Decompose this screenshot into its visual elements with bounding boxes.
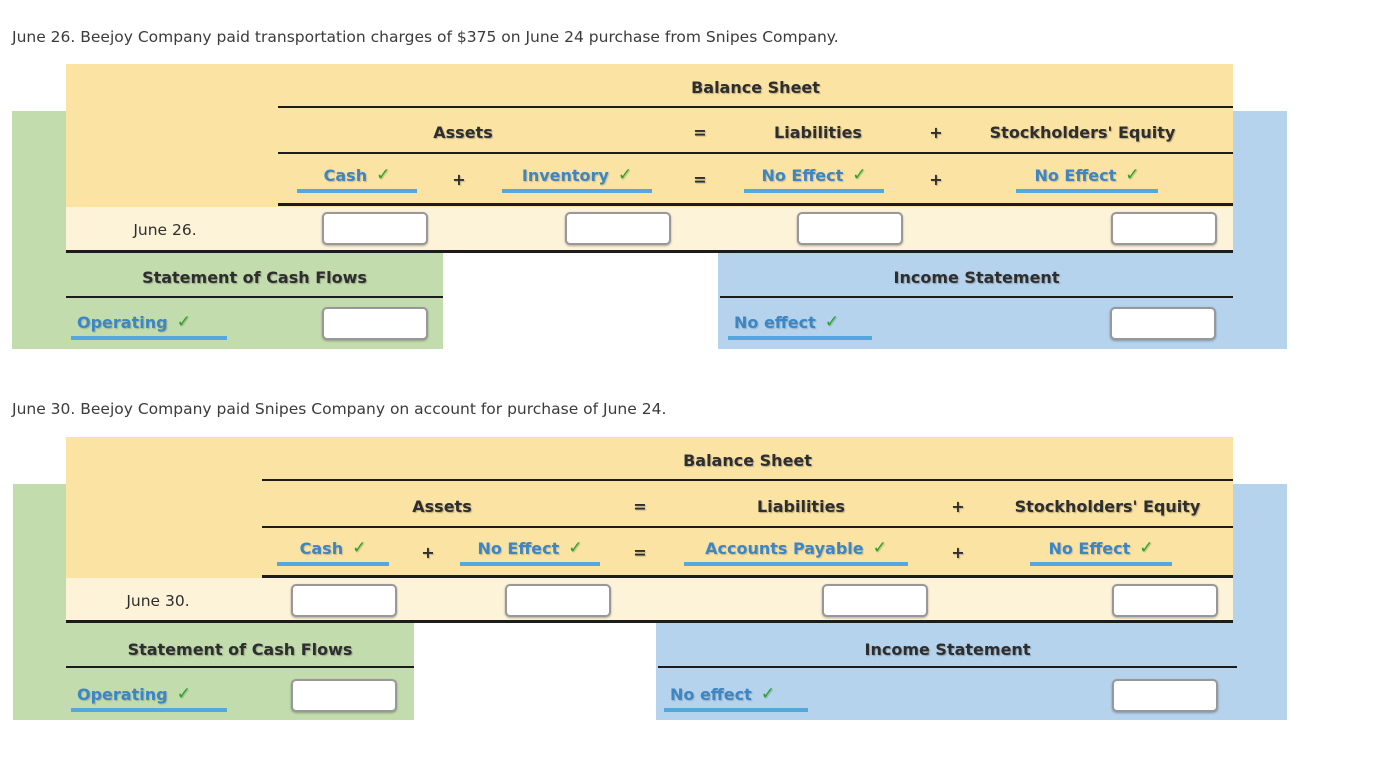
scf-amount-input-2[interactable] (291, 679, 397, 712)
bs-equity-amount-input-1[interactable] (1111, 212, 1217, 245)
transaction-amount-row (66, 578, 1233, 623)
income-statement-strip (1233, 484, 1287, 623)
effect-label: No effect (734, 313, 816, 332)
operating-activity-link-2[interactable]: Operating ✓ (71, 685, 227, 712)
liability-no-effect-link-1[interactable]: No Effect ✓ (744, 166, 884, 193)
divider (658, 666, 1237, 668)
check-icon: ✓ (176, 312, 191, 332)
divider (262, 479, 1233, 481)
income-statement-title: Income Statement (864, 640, 1031, 659)
activity-label: Operating (77, 313, 168, 332)
account-label: Cash (323, 166, 368, 185)
account-label: No Effect (1034, 166, 1117, 185)
transaction-date-label: June 30. (126, 592, 190, 610)
scf-amount-input-1[interactable] (322, 307, 428, 340)
transaction-description: June 26. Beejoy Company paid transportat… (12, 28, 839, 46)
check-icon: ✓ (872, 538, 887, 558)
liabilities-header: Liabilities (774, 123, 862, 142)
check-icon: ✓ (176, 684, 191, 704)
balance-sheet-panel (66, 64, 1233, 207)
balance-sheet-title: Balance Sheet (683, 451, 812, 470)
check-icon: ✓ (617, 165, 633, 185)
equals-sign: = (693, 170, 707, 189)
bs-asset1-amount-input-1[interactable] (322, 212, 428, 245)
account-label: No Effect (1048, 539, 1131, 558)
cash-flow-title: Statement of Cash Flows (142, 268, 367, 287)
income-statement-strip (1233, 111, 1287, 253)
plus-sign: + (929, 123, 943, 142)
effect-label: No effect (670, 685, 752, 704)
divider (278, 203, 1233, 206)
divider (262, 575, 1233, 578)
plus-sign: + (452, 170, 466, 189)
assets-header: Assets (412, 497, 472, 516)
check-icon: ✓ (352, 538, 367, 558)
bs-equity-amount-input-2[interactable] (1112, 584, 1218, 617)
bs-asset2-amount-input-2[interactable] (505, 584, 611, 617)
transaction-description: June 30. Beejoy Company paid Snipes Comp… (12, 400, 667, 418)
liabilities-header: Liabilities (757, 497, 845, 516)
divider (278, 106, 1233, 108)
divider (278, 152, 1233, 154)
operating-activity-link-1[interactable]: Operating ✓ (71, 313, 227, 340)
income-no-effect-link-2[interactable]: No effect ✓ (664, 685, 808, 712)
divider (262, 526, 1233, 528)
check-icon: ✓ (1125, 165, 1140, 185)
activity-label: Operating (77, 685, 168, 704)
balance-sheet-panel (66, 437, 1233, 578)
income-no-effect-link-1[interactable]: No effect ✓ (728, 313, 872, 340)
is-amount-input-2[interactable] (1112, 679, 1218, 712)
transaction-date-label: June 26. (133, 221, 197, 239)
plus-sign: + (421, 543, 435, 562)
bs-asset2-amount-input-1[interactable] (565, 212, 671, 245)
divider (66, 620, 1233, 623)
stockholders-equity-header: Stockholders' Equity (989, 123, 1176, 142)
plus-sign: + (951, 497, 965, 516)
bs-liability-amount-input-1[interactable] (797, 212, 903, 245)
accounts-payable-link-2[interactable]: Accounts Payable ✓ (684, 539, 908, 566)
plus-sign: + (951, 543, 965, 562)
balance-sheet-title: Balance Sheet (691, 78, 820, 97)
cash-flow-title: Statement of Cash Flows (127, 640, 353, 659)
stockholders-equity-header: Stockholders' Equity (1014, 497, 1201, 516)
check-icon: ✓ (1139, 538, 1154, 558)
equity-no-effect-link-1[interactable]: No Effect ✓ (1016, 166, 1158, 193)
income-statement-title: Income Statement (893, 268, 1060, 287)
check-icon: ✓ (568, 538, 583, 558)
account-label: Accounts Payable (705, 539, 864, 558)
cash-account-link-2[interactable]: Cash ✓ (277, 539, 389, 566)
cash-flow-strip (13, 484, 66, 623)
assets-header: Assets (433, 123, 493, 142)
cash-flow-strip (12, 111, 66, 253)
account-label: No Effect (477, 539, 560, 558)
is-amount-input-1[interactable] (1110, 307, 1216, 340)
divider (66, 296, 443, 298)
account-label: Inventory (521, 166, 609, 185)
cash-account-link-1[interactable]: Cash ✓ (297, 166, 417, 193)
check-icon: ✓ (760, 684, 775, 704)
account-label: Cash (299, 539, 344, 558)
check-icon: ✓ (852, 165, 867, 185)
check-icon: ✓ (376, 165, 391, 185)
divider (66, 250, 1233, 253)
check-icon: ✓ (824, 312, 839, 332)
bs-asset1-amount-input-2[interactable] (291, 584, 397, 617)
equity-no-effect-link-2[interactable]: No Effect ✓ (1030, 539, 1172, 566)
inventory-account-link-1[interactable]: Inventory ✓ (502, 166, 652, 193)
asset-no-effect-link-2[interactable]: No Effect ✓ (460, 539, 600, 566)
bs-liability-amount-input-2[interactable] (822, 584, 928, 617)
divider (66, 666, 414, 668)
equals-sign: = (693, 123, 707, 142)
account-label: No Effect (761, 166, 844, 185)
plus-sign: + (929, 170, 943, 189)
equals-sign: = (633, 497, 647, 516)
equals-sign: = (633, 543, 647, 562)
divider (720, 296, 1233, 298)
